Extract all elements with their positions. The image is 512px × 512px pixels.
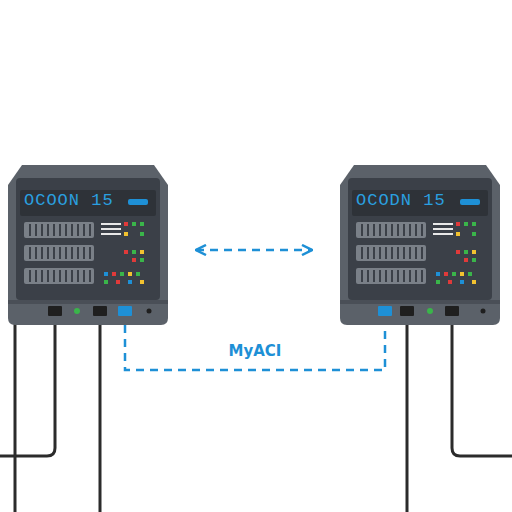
screw	[147, 309, 152, 314]
cable	[99, 318, 102, 512]
server-body	[8, 165, 168, 325]
leds	[104, 222, 144, 284]
drive-bays	[356, 222, 426, 284]
cables	[0, 318, 512, 512]
power-led	[74, 308, 80, 314]
screen-bar	[128, 199, 148, 205]
drive-grille	[30, 224, 90, 282]
server-panel	[348, 178, 492, 300]
port	[93, 306, 107, 316]
left-server	[8, 165, 168, 325]
server-panel	[16, 178, 160, 300]
cable	[406, 318, 409, 512]
server-node: OCOON 15	[8, 165, 168, 325]
screen-bar	[460, 199, 480, 205]
dashed-link	[125, 325, 385, 370]
drive-grille	[362, 224, 422, 282]
dashed-link	[196, 249, 312, 252]
base-seam	[340, 300, 500, 304]
port	[445, 306, 459, 316]
server-node: OCODN 15	[340, 165, 500, 325]
server-body	[340, 165, 500, 325]
port	[400, 306, 414, 316]
server-screen	[352, 190, 488, 216]
server-screen	[20, 190, 156, 216]
status-lines	[101, 224, 121, 234]
cable	[0, 318, 55, 456]
network-port	[378, 306, 392, 316]
cable	[14, 320, 17, 512]
drive-bays	[24, 222, 94, 284]
power-led	[427, 308, 433, 314]
leds	[436, 222, 476, 284]
screen-text: OCOON 15	[24, 191, 114, 211]
base-seam	[8, 300, 168, 304]
right-server	[340, 165, 500, 325]
screen-text: OCODN 15	[356, 191, 446, 211]
status-lines	[433, 224, 453, 234]
port	[48, 306, 62, 316]
network-port	[118, 306, 132, 316]
screw	[481, 309, 486, 314]
cable	[452, 318, 512, 456]
link-label: MyACI	[229, 342, 282, 360]
